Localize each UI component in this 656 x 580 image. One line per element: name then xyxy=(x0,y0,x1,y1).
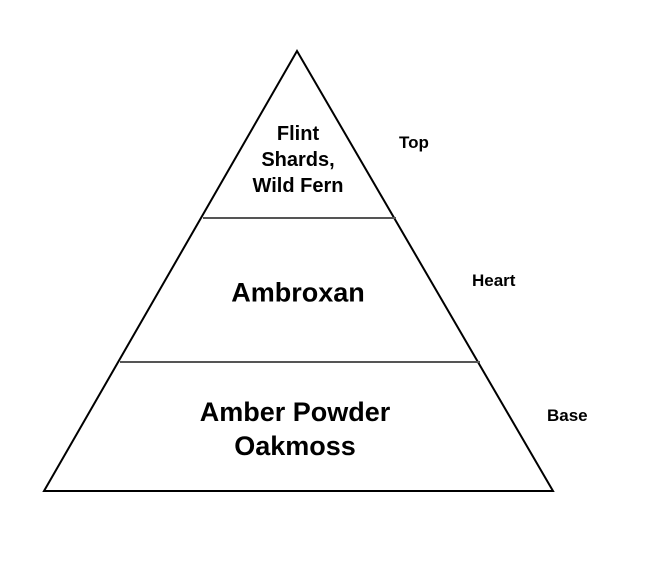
tier-label-heart: Heart xyxy=(472,271,516,290)
note-text: Shards, xyxy=(261,149,335,171)
note-text: Ambroxan xyxy=(231,277,365,308)
note-text: Wild Fern xyxy=(252,175,344,197)
base-notes: Amber Powder Oakmoss xyxy=(200,395,391,463)
note-text: Amber Powder xyxy=(199,397,391,427)
heart-notes: Ambroxan xyxy=(231,278,365,309)
tier-label-top: Top xyxy=(399,133,429,152)
top-notes: Flint Shards, Wild Fern xyxy=(253,121,344,199)
note-text: Oakmoss xyxy=(234,431,356,461)
tier-label-base: Base xyxy=(547,406,588,425)
note-text: Flint xyxy=(276,123,320,145)
pyramid-outline xyxy=(42,49,555,492)
